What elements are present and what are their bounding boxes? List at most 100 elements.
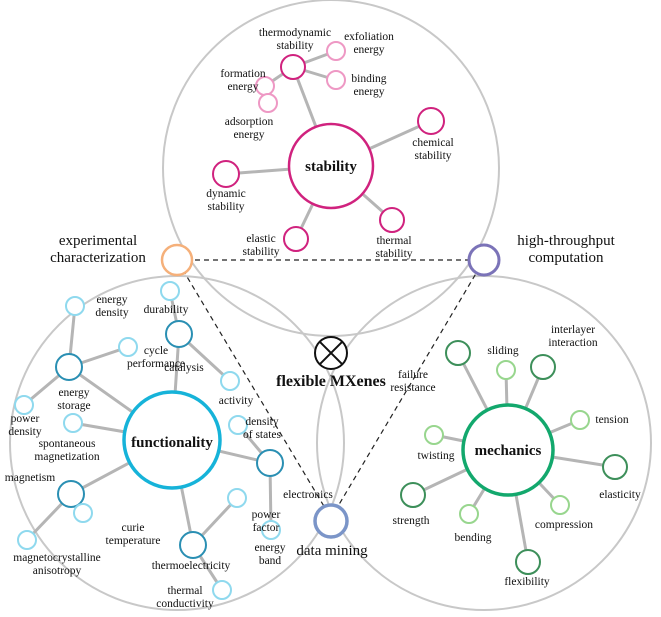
mechanics-label-flexibility: flexibility bbox=[504, 576, 550, 588]
functionality-label-thermoelectricity-line: thermoelectricity bbox=[152, 560, 231, 572]
functionality-node-durability bbox=[160, 281, 180, 301]
center-label: flexible MXenes bbox=[276, 373, 386, 390]
center-label-line: flexible MXenes bbox=[276, 373, 386, 390]
functionality-label-curie_temperature-line: curie bbox=[122, 522, 145, 534]
functionality-label-power_density-line: density bbox=[8, 426, 41, 438]
functionality-hub-label: functionality bbox=[131, 435, 213, 451]
mechanics-label-elasticity: elasticity bbox=[599, 489, 641, 501]
mechanics-node-flexibility bbox=[515, 549, 541, 575]
functionality-label-durability-line: durability bbox=[144, 304, 189, 316]
functionality-node-magnetism bbox=[57, 480, 85, 508]
functionality-label-power_factor-line: power bbox=[252, 509, 281, 521]
mechanics-node-elasticity bbox=[602, 454, 628, 480]
functionality-hub-node bbox=[122, 390, 222, 490]
stability-label-chemical-line: stability bbox=[414, 150, 451, 162]
mechanics-hub-label: mechanics bbox=[475, 443, 542, 459]
computation-label-line: high-throughput bbox=[517, 233, 615, 249]
stability-label-thermal-line: thermal bbox=[376, 235, 411, 247]
stability-label-elastic-line: stability bbox=[242, 246, 279, 258]
functionality-node-electronics bbox=[256, 449, 284, 477]
functionality-node-magnetocrystalline_anisotropy bbox=[17, 530, 37, 550]
stability-node-chemical bbox=[417, 107, 445, 135]
stability-label-elastic-line: elastic bbox=[246, 233, 275, 245]
mechanics-label-tension-line: tension bbox=[595, 414, 628, 426]
functionality-node-power_density bbox=[14, 395, 34, 415]
functionality-label-durability: durability bbox=[144, 304, 189, 316]
functionality-label-electronics: electronics bbox=[283, 489, 333, 501]
functionality-label-thermal_conductivity-line: thermal bbox=[167, 585, 202, 597]
functionality-label-magnetocrystalline_anisotropy-line: magnetocrystalline bbox=[13, 552, 101, 564]
stability-label-formation-line: energy bbox=[227, 81, 258, 93]
computation-label-line: computation bbox=[529, 250, 604, 266]
mechanics-label-tension: tension bbox=[595, 414, 628, 426]
mechanics-label-flexibility-line: flexibility bbox=[504, 576, 550, 588]
functionality-node-cycle_performance bbox=[118, 337, 138, 357]
functionality-label-magnetism-line: magnetism bbox=[5, 472, 56, 484]
data-mining-label: data mining bbox=[296, 543, 368, 559]
mechanics-hub-node bbox=[461, 403, 555, 497]
stability-label-exfoliation-line: energy bbox=[353, 44, 384, 56]
stability-label-adsorption-line: adsorption bbox=[225, 116, 274, 128]
center-cross-icon bbox=[318, 340, 344, 366]
mechanics-node-failure_resistance bbox=[445, 340, 471, 366]
data-mining-label-line: data mining bbox=[296, 543, 368, 559]
stability-node-thermodynamic bbox=[280, 54, 306, 80]
experimental-label-line: characterization bbox=[50, 250, 146, 266]
functionality-label-power_factor-line: factor bbox=[253, 522, 280, 534]
mechanics-label-twisting: twisting bbox=[417, 450, 454, 462]
mechanics-label-strength: strength bbox=[392, 515, 429, 527]
stability-label-formation-line: formation bbox=[220, 68, 266, 80]
stability-label-dynamic-line: dynamic bbox=[206, 188, 246, 200]
stability-node-thermal bbox=[379, 207, 405, 233]
stability-node-elastic bbox=[283, 226, 309, 252]
stability-node-binding bbox=[326, 70, 346, 90]
functionality-label-thermoelectricity: thermoelectricity bbox=[152, 560, 231, 572]
functionality-label-catalysis: catalysis bbox=[164, 362, 204, 374]
functionality-label-density_of_states-line: density bbox=[245, 416, 278, 428]
functionality-label-energy_storage-line: energy bbox=[58, 387, 89, 399]
functionality-label-catalysis-line: catalysis bbox=[164, 362, 204, 374]
stability-hub-label: stability bbox=[305, 159, 357, 175]
experimental-node bbox=[160, 243, 194, 277]
mechanics-label-interlayer_interaction-line: interaction bbox=[548, 337, 597, 349]
functionality-hub-label-line: functionality bbox=[131, 435, 213, 451]
mechanics-node-sliding bbox=[496, 360, 516, 380]
functionality-node-catalysis bbox=[165, 320, 193, 348]
stability-label-thermodynamic-line: thermodynamic bbox=[259, 27, 331, 39]
functionality-node-energy_band bbox=[261, 520, 281, 540]
mechanics-label-sliding-line: sliding bbox=[487, 345, 519, 357]
functionality-label-energy_density-line: density bbox=[95, 307, 128, 319]
nodes bbox=[14, 41, 628, 600]
stability-label-binding-line: binding bbox=[351, 73, 386, 85]
mechanics-label-failure_resistance-line: resistance bbox=[390, 382, 435, 394]
stability-label-thermodynamic-line: stability bbox=[276, 40, 313, 52]
stability-hub-label-line: stability bbox=[305, 159, 357, 175]
mechanics-label-bending: bending bbox=[454, 532, 491, 544]
mechanics-label-failure_resistance-line: failure bbox=[398, 369, 428, 381]
functionality-label-magnetocrystalline_anisotropy-line: anisotropy bbox=[33, 565, 82, 577]
mechanics-node-strength bbox=[400, 482, 426, 508]
mechanics-label-strength-line: strength bbox=[392, 515, 429, 527]
stability-hub-node bbox=[287, 122, 375, 210]
dashed-triangle bbox=[175, 259, 486, 520]
functionality-node-energy_density bbox=[65, 296, 85, 316]
mechanics-label-elasticity-line: elasticity bbox=[599, 489, 641, 501]
